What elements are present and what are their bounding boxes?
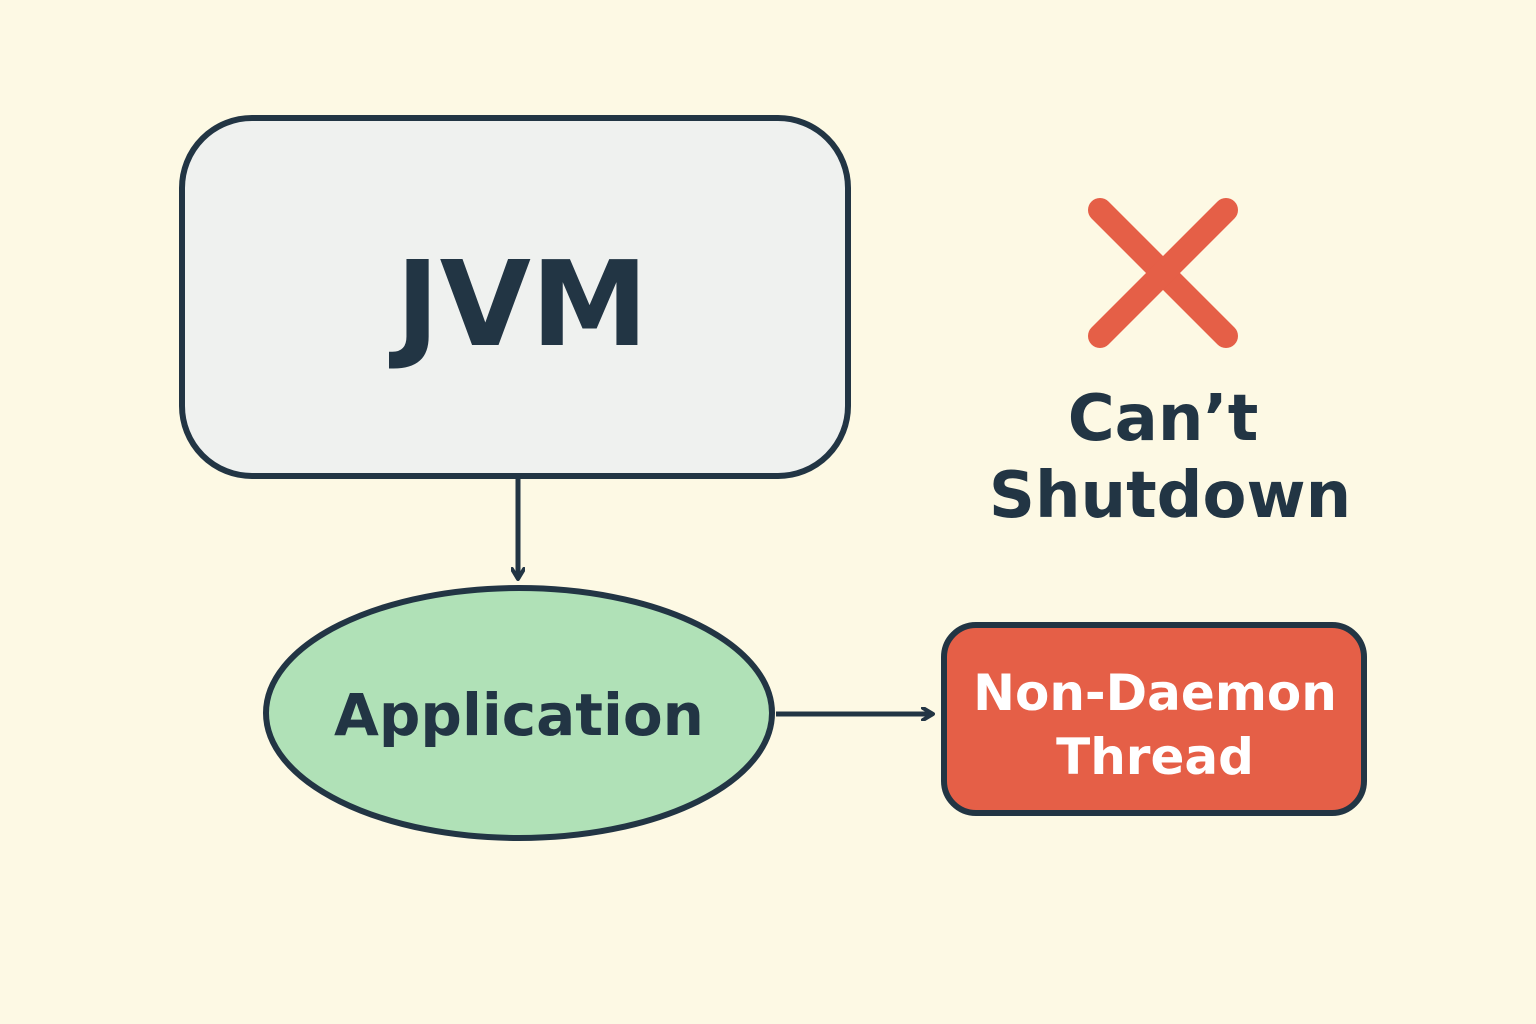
non-daemon-thread-box [941, 622, 1367, 816]
jvm-box [179, 115, 851, 479]
jvm-node: JVM [179, 115, 851, 479]
status-line1: Can’t [1068, 382, 1259, 456]
jvm-label: JVM [389, 235, 649, 373]
application-label: Application [334, 681, 704, 749]
non-daemon-thread-node: Non-Daemon Thread [941, 622, 1367, 816]
application-node: Application [263, 585, 775, 841]
status-line2: Shutdown [989, 459, 1351, 533]
non-daemon-thread-label-line1: Non-Daemon [973, 664, 1337, 722]
application-ellipse [263, 585, 775, 841]
non-daemon-thread-label-line2: Thread [1056, 728, 1254, 786]
shutdown-status: Can’t Shutdown [989, 382, 1351, 533]
cross-icon [1088, 198, 1238, 348]
